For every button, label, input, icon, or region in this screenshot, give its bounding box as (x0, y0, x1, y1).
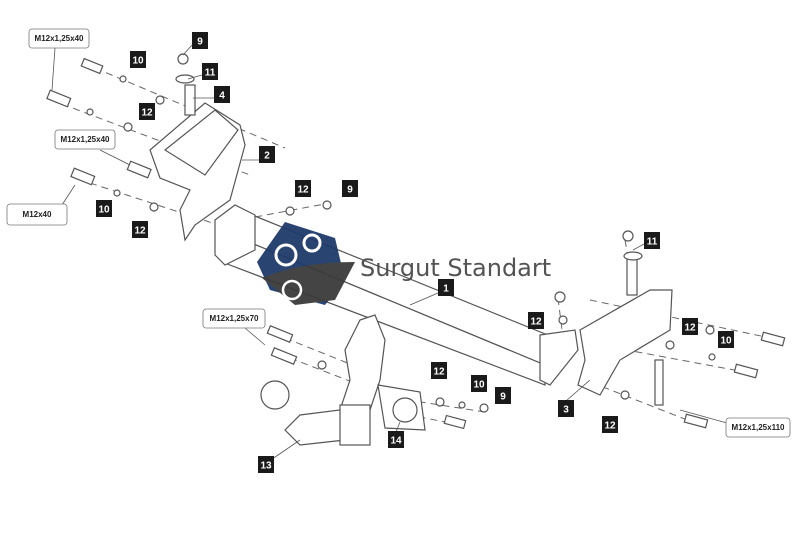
part-number-tag: 2 (259, 146, 275, 163)
svg-text:M12x1,25x110: M12x1,25x110 (732, 423, 785, 432)
assembly-lines (61, 67, 781, 426)
part-number-tag: 13 (258, 456, 274, 473)
part-number-tag: 10 (718, 331, 734, 348)
part-number-tag: 10 (471, 375, 487, 392)
svg-text:M12x1,25x40: M12x1,25x40 (61, 135, 110, 144)
part-number-tag: 12 (132, 221, 148, 238)
part-number: 9 (500, 392, 506, 403)
svg-text:M12x1,25x40: M12x1,25x40 (35, 34, 84, 43)
part-number-tag: 11 (644, 232, 660, 249)
svg-text:M12x1,25x70: M12x1,25x70 (210, 314, 259, 323)
part-number: 11 (647, 237, 658, 248)
callout-bolt-spec: M12x1,25x40 (28, 28, 90, 49)
part-number-tag: 12 (682, 318, 698, 335)
part-number: 2 (264, 151, 270, 162)
part-number: 4 (219, 91, 225, 102)
part-number-tag: 9 (495, 387, 511, 404)
bracket-right (577, 254, 673, 406)
brand-name: Surgut Standart (360, 254, 551, 282)
part-number: 12 (141, 108, 153, 119)
part-number-tag: 11 (202, 63, 218, 80)
part-number: 3 (563, 405, 569, 416)
part-number: 13 (260, 461, 272, 472)
part-number: 10 (132, 56, 144, 67)
part-number-tag: 10 (130, 51, 146, 68)
part-number: 12 (297, 185, 309, 196)
part-number: 10 (720, 336, 732, 347)
part-number: 1 (443, 284, 449, 295)
bracket-left (149, 84, 246, 242)
part-number: 12 (134, 226, 146, 237)
part-number-tag: 14 (388, 431, 404, 448)
part-number: 12 (530, 317, 542, 328)
part-number-tag: 12 (139, 103, 155, 120)
part-number-tag: 1 (438, 279, 454, 296)
surgut-standart-logo: Surgut Standart (257, 222, 551, 305)
part-number: 9 (347, 185, 353, 196)
part-number: 10 (473, 380, 485, 391)
part-number: 12 (604, 421, 616, 432)
part-number-tag: 10 (96, 200, 112, 217)
part-number: 14 (390, 436, 402, 447)
part-number: 12 (684, 323, 696, 334)
part-number-tag: 9 (342, 180, 358, 197)
callout-bolt-spec: M12x1,25x40 (54, 129, 116, 150)
part-number-tag: 3 (558, 400, 574, 417)
gear-icon (302, 233, 322, 253)
part-number-tag: 12 (602, 416, 618, 433)
part-number: 9 (197, 37, 203, 48)
callout-bolt-spec: M12x40 (6, 203, 68, 226)
part-number-tag: 4 (214, 86, 230, 103)
fasteners (46, 53, 786, 430)
main-crossbeam (214, 204, 579, 386)
ball-mount (260, 314, 426, 446)
part-number-tag: 9 (192, 32, 208, 49)
part-number-tag: 12 (431, 362, 447, 379)
svg-text:M12x40: M12x40 (23, 210, 52, 219)
part-number: 11 (205, 68, 216, 79)
gear-icon (274, 243, 298, 267)
part-number-tag: 12 (528, 312, 544, 329)
part-number: 10 (98, 205, 110, 216)
callout-bolt-spec: M12x1,25x110 (725, 417, 791, 438)
callout-bolt-spec: M12x1,25x70 (202, 308, 266, 329)
part-number-tag: 12 (295, 180, 311, 197)
part-number: 12 (433, 367, 445, 378)
